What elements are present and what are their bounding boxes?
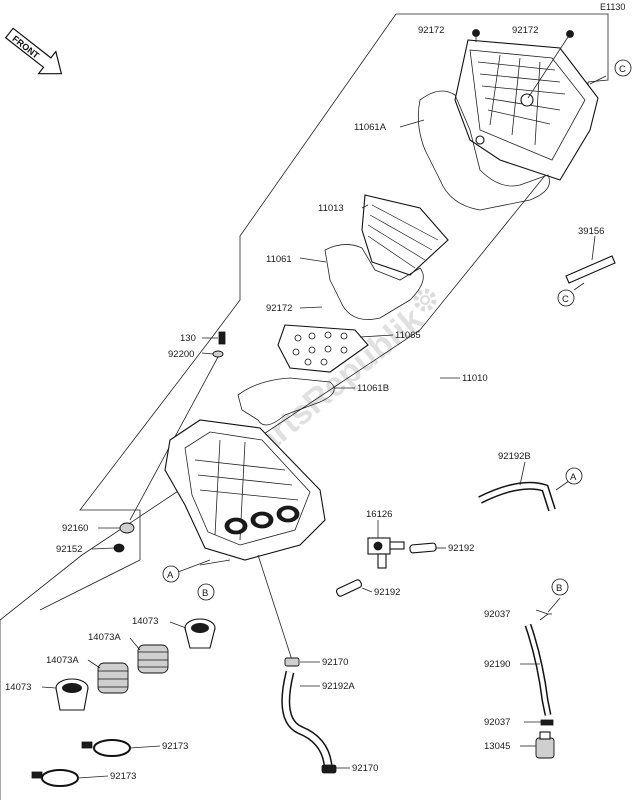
leader-92172-right: [527, 33, 571, 99]
label-92190: 92190: [484, 659, 510, 670]
label-11010: 11010: [462, 373, 488, 384]
label-92200: 92200: [168, 349, 194, 360]
front-arrow-icon: FRONT: [4, 27, 63, 75]
strip-39156: [565, 255, 616, 284]
washer-92200: [212, 350, 224, 358]
svg-text:C: C: [562, 294, 569, 305]
label-14073a-mid: 14073A: [46, 655, 79, 666]
label-11065: 11065: [395, 330, 421, 341]
part-labels: 92172 92172 11061A 11013 11061 92172 110…: [5, 25, 604, 782]
gasket-11061b: [237, 377, 335, 426]
label-92173-top: 92173: [162, 741, 188, 752]
label-92170-bottom: 92170: [352, 763, 378, 774]
funnel-14073-left: [55, 678, 89, 711]
funnel-14073a-top: [137, 644, 169, 674]
svg-text:B: B: [556, 583, 562, 594]
label-92172-right: 92172: [512, 25, 538, 36]
label-11061a: 11061A: [354, 122, 387, 133]
label-92192-right: 92192: [448, 543, 474, 554]
bolt-130: [218, 331, 226, 345]
nut-92152: [113, 543, 125, 553]
label-92170-top: 92170: [322, 657, 348, 668]
callout-c-strip: C: [557, 289, 575, 307]
air-cleaner-housing: [164, 419, 326, 561]
clamp-92170-bottom: [321, 764, 337, 774]
label-92192b: 92192B: [498, 451, 531, 462]
group-bracket-left: [39, 13, 397, 611]
hose-92192-short-bottom: [335, 579, 363, 597]
label-11013: 11013: [318, 203, 344, 214]
funnel-14073-top: [184, 618, 216, 649]
grommet-92160: [119, 522, 135, 534]
clip-92037-top: [535, 609, 549, 621]
air-filter-element-11013: [361, 194, 449, 276]
label-11061b: 11061B: [357, 383, 389, 394]
label-92192a: 92192A: [322, 681, 355, 692]
label-92173-bottom: 92173: [110, 771, 136, 782]
callout-a-housing: A: [162, 565, 180, 583]
label-92172-left: 92172: [418, 25, 444, 36]
callout-c-top: C: [614, 59, 632, 77]
funnel-14073a-mid: [97, 662, 129, 694]
leader-drain: [257, 554, 293, 661]
label-13045: 13045: [484, 741, 510, 752]
svg-text:C: C: [619, 64, 626, 75]
cap-13045: [535, 731, 555, 759]
callout-a-hose: A: [565, 467, 583, 485]
clip-92037-bottom: [540, 719, 554, 726]
label-11061: 11061: [266, 254, 292, 265]
diagram-code: E1130: [600, 2, 625, 12]
label-92037-bottom: 92037: [484, 717, 510, 728]
label-130: 130: [180, 333, 196, 344]
label-39156: 39156: [578, 226, 604, 237]
callout-b-hose: B: [551, 578, 569, 596]
label-16126: 16126: [366, 509, 392, 520]
label-92152: 92152: [56, 544, 82, 555]
leader-lines: [41, 75, 607, 779]
hose-92192-short-right: [409, 542, 437, 554]
callout-b-housing: B: [197, 583, 215, 601]
label-14073a-top: 14073A: [88, 632, 121, 643]
svg-text:A: A: [570, 472, 577, 483]
label-14073-top: 14073: [132, 616, 158, 627]
svg-text:B: B: [202, 588, 208, 599]
air-cleaner-upper-cover: [454, 39, 599, 181]
clamp-92173-top: [81, 739, 131, 757]
valve-16126: [367, 537, 405, 569]
svg-text:A: A: [167, 570, 174, 581]
label-92192-bottom: 92192: [374, 587, 400, 598]
label-92160: 92160: [62, 523, 88, 534]
gear-watermark-icon: [413, 288, 437, 312]
gasket-11061a: [417, 90, 550, 211]
label-92172-mid: 92172: [266, 303, 292, 314]
label-92037-top: 92037: [484, 609, 510, 620]
plate-11065: [277, 324, 369, 373]
clamp-92173-bottom: [31, 769, 79, 787]
clamp-92170-top: [284, 657, 300, 667]
label-14073-left: 14073: [5, 682, 31, 693]
gasket-11061: [324, 244, 424, 320]
